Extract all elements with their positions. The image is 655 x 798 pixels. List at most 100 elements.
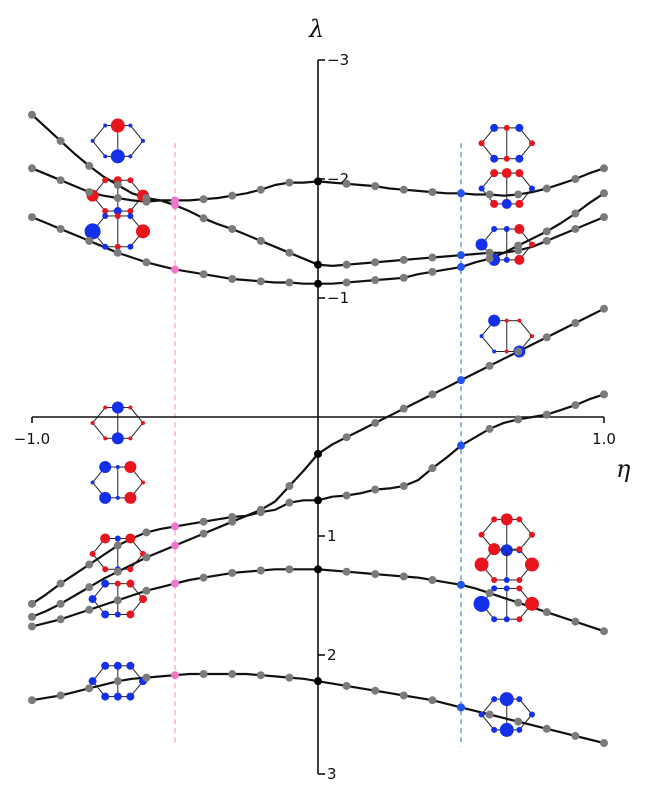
inset-lobe (84, 223, 101, 240)
data-point (199, 529, 208, 538)
inset-bond (518, 698, 533, 715)
inset-lobe (124, 461, 137, 474)
data-point (457, 251, 465, 260)
orbital-inset (90, 401, 145, 445)
inset-lobe (488, 314, 501, 327)
inset-lobe (128, 154, 133, 159)
inset-lobe (139, 595, 147, 604)
data-point (457, 376, 465, 385)
inset-lobe (90, 480, 95, 485)
data-point (600, 304, 608, 313)
inset-lobe (491, 226, 498, 233)
data-point (399, 185, 408, 194)
data-point (256, 566, 265, 575)
data-point (314, 260, 322, 269)
inset-lobe (101, 610, 110, 619)
inset-lobe (127, 177, 134, 184)
orbital-inset (478, 692, 535, 737)
inset-bond (92, 125, 106, 142)
y-tick-label: −3 (327, 51, 349, 69)
inset-lobe (128, 123, 133, 128)
inset-lobe (500, 513, 513, 526)
data-point (571, 224, 580, 233)
data-point (56, 176, 65, 185)
inset-lobe (102, 566, 109, 573)
inset-lobe (524, 596, 539, 611)
data-point (28, 110, 36, 119)
data-point (142, 258, 151, 267)
data-point (285, 278, 294, 287)
inset-lobe (113, 207, 122, 216)
inset-lobe (490, 154, 499, 163)
data-point (514, 415, 523, 424)
data-point (342, 260, 351, 269)
inset-bond (481, 335, 495, 352)
data-point (371, 485, 380, 494)
data-point (28, 622, 36, 631)
x-axis-title: η (616, 455, 631, 483)
data-point (285, 482, 294, 491)
inset-lobe (89, 550, 96, 557)
data-point (600, 627, 608, 636)
data-point (28, 599, 36, 608)
data-point (28, 213, 36, 222)
inset-lobe (90, 138, 95, 143)
data-point (171, 265, 179, 274)
inset-lobe (103, 405, 108, 410)
data-point (428, 464, 437, 473)
y-tick-label: 1 (327, 527, 337, 545)
inset-lobe (503, 256, 510, 263)
data-point (485, 361, 494, 370)
inset-lobe (102, 208, 109, 215)
data-point (171, 579, 179, 588)
inset-lobe (126, 579, 135, 588)
data-point (428, 576, 437, 585)
inset-lobe (503, 226, 510, 233)
data-point (199, 517, 208, 526)
inset-lobe (111, 401, 124, 414)
inset-lobe (516, 696, 523, 703)
data-point (571, 617, 580, 626)
inset-lobe (126, 661, 135, 670)
orbital-inset (84, 212, 150, 250)
inset-lobe (88, 677, 97, 686)
data-point (285, 565, 294, 574)
data-point (542, 724, 551, 733)
data-point (142, 673, 151, 682)
data-point (228, 191, 237, 200)
data-point (542, 236, 551, 245)
inset-lobe (515, 123, 524, 132)
data-point (171, 522, 179, 531)
inset-lobe (528, 241, 535, 248)
data-point (457, 189, 465, 198)
inset-lobe (524, 557, 539, 572)
inset-lobe (126, 692, 135, 701)
data-point (28, 696, 36, 705)
inset-lobe (491, 576, 498, 583)
data-point (399, 482, 408, 491)
data-point (314, 677, 322, 686)
inset-lobe (103, 154, 108, 159)
data-point (28, 612, 36, 621)
data-point (571, 209, 580, 218)
data-point (256, 185, 265, 194)
inset-lobe (128, 405, 133, 410)
inset-lobe (90, 420, 95, 425)
inset-bond (130, 422, 144, 439)
data-point (371, 182, 380, 191)
y-tick-label: −1 (327, 289, 349, 307)
data-point (600, 739, 608, 748)
inset-lobe (504, 318, 509, 323)
inset-lobe (528, 711, 535, 718)
inset-lobe (479, 334, 484, 339)
data-point (56, 691, 65, 700)
inset-lobe (101, 579, 110, 588)
inset-lobe (490, 199, 499, 208)
inset-lobe (102, 243, 109, 250)
data-point (314, 177, 322, 186)
data-point (342, 179, 351, 188)
data-point (113, 596, 122, 605)
inset-lobe (516, 516, 523, 523)
